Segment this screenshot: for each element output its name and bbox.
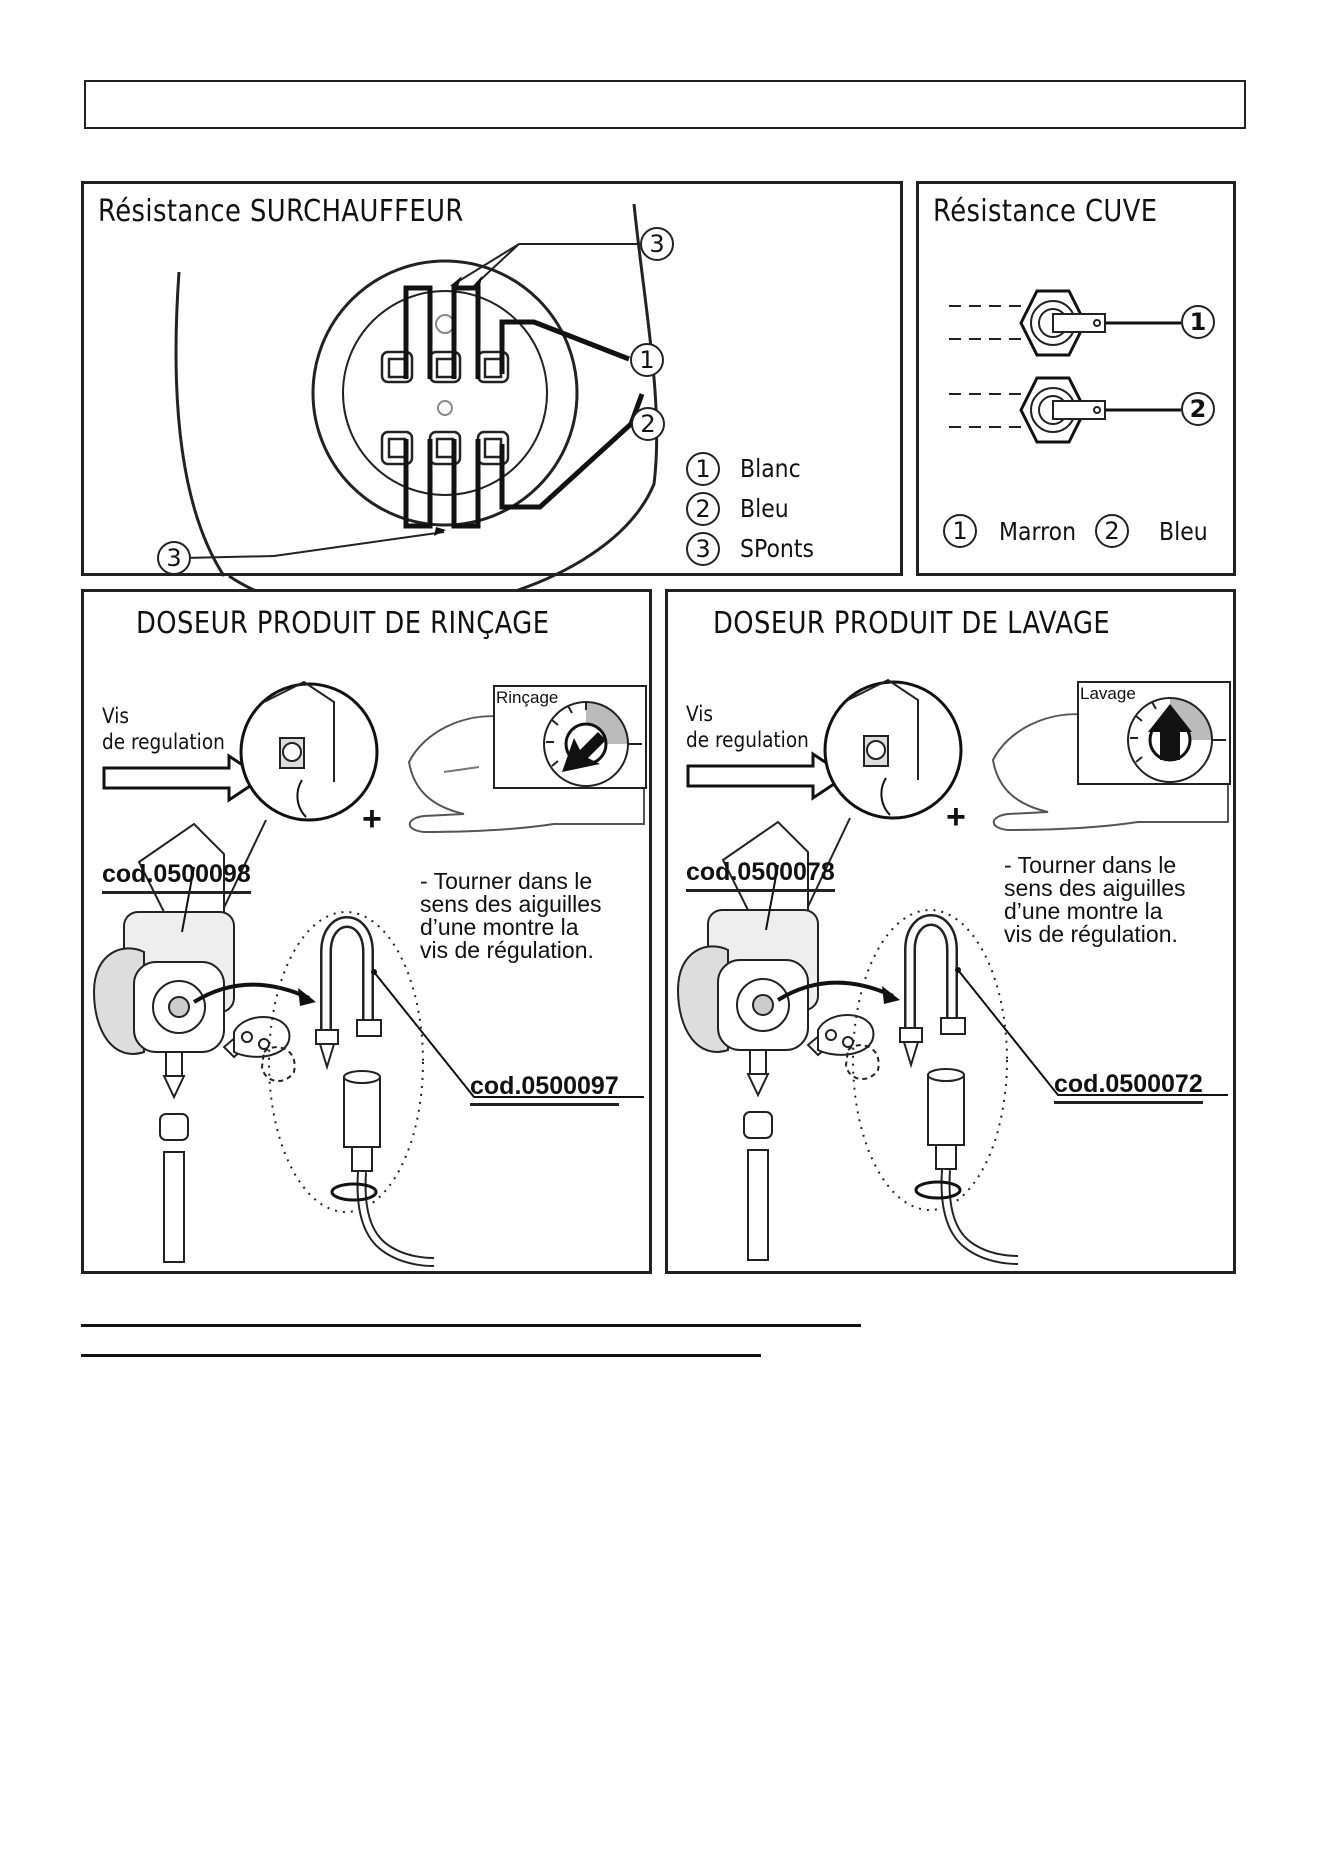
legend-label-blanc: Blanc [740, 454, 801, 483]
callout-3-bottom: 3 [157, 541, 191, 575]
callout-1: 1 [630, 343, 664, 377]
surchauffeur-panel: Résistance SURCHAUFFEUR [81, 181, 903, 615]
lavage-vis-label: Vis [686, 702, 714, 726]
callout-2: 2 [631, 407, 665, 441]
lavage-title: DOSEUR PRODUIT DE LAVAGE [713, 606, 1111, 641]
cuve-legend-marron: Marron [999, 517, 1077, 546]
rincage-title: DOSEUR PRODUIT DE RINÇAGE [136, 606, 550, 641]
legend-num-3: 3 [686, 532, 720, 566]
lavage-regulation-label: de regulation [686, 728, 809, 752]
lavage-dial-label: Lavage [1080, 684, 1136, 703]
bottom-rule-2 [81, 1354, 761, 1357]
legend-num-1: 1 [686, 452, 720, 486]
bottom-rule-1 [81, 1324, 861, 1327]
rincage-code-tube: cod.0500097 [470, 1072, 619, 1106]
cuve-panel: Résistance CUVE 1 2 1 Marron 2 Bleu [916, 181, 1236, 576]
cuve-callout-2: 2 [1181, 392, 1215, 426]
surchauffeur-diagram [174, 203, 659, 615]
lavage-plus: + [946, 798, 966, 836]
lavage-code-tube: cod.0500072 [1054, 1070, 1203, 1104]
cuve-legend-num-2: 2 [1095, 514, 1129, 548]
header-box [84, 80, 1246, 129]
legend-num-2: 2 [686, 492, 720, 526]
cuve-legend-bleu: Bleu [1159, 517, 1208, 546]
cuve-legend-num-1: 1 [943, 514, 977, 548]
lavage-note: - Tourner dans le sens des aiguilles d’u… [1004, 852, 1186, 947]
callout-3-top: 3 [640, 227, 674, 261]
legend-label-sponts: SPonts [740, 534, 814, 563]
rincage-plus: + [362, 800, 382, 838]
rincage-diagram [92, 680, 647, 1267]
legend-label-bleu: Bleu [740, 494, 789, 523]
rincage-dial-label: Rinçage [496, 688, 559, 707]
rincage-regulation-label: de regulation [102, 730, 225, 754]
lavage-code-main: cod.0500078 [686, 858, 835, 892]
rincage-panel: DOSEUR PRODUIT DE RINÇAGE Vis de regulat… [81, 589, 652, 1274]
cuve-diagram [949, 289, 1181, 444]
rincage-code-main: cod.0500098 [102, 860, 251, 894]
surchauffeur-title: Résistance SURCHAUFFEUR [98, 194, 464, 229]
cuve-callout-1: 1 [1181, 305, 1215, 339]
lavage-diagram [676, 678, 1231, 1265]
rincage-vis-label: Vis [102, 704, 130, 728]
lavage-panel: DOSEUR PRODUIT DE LAVAGE Vis de regulati… [665, 589, 1236, 1274]
cuve-title: Résistance CUVE [933, 194, 1158, 229]
rincage-note: - Tourner dans le sens des aiguilles d’u… [420, 868, 602, 963]
